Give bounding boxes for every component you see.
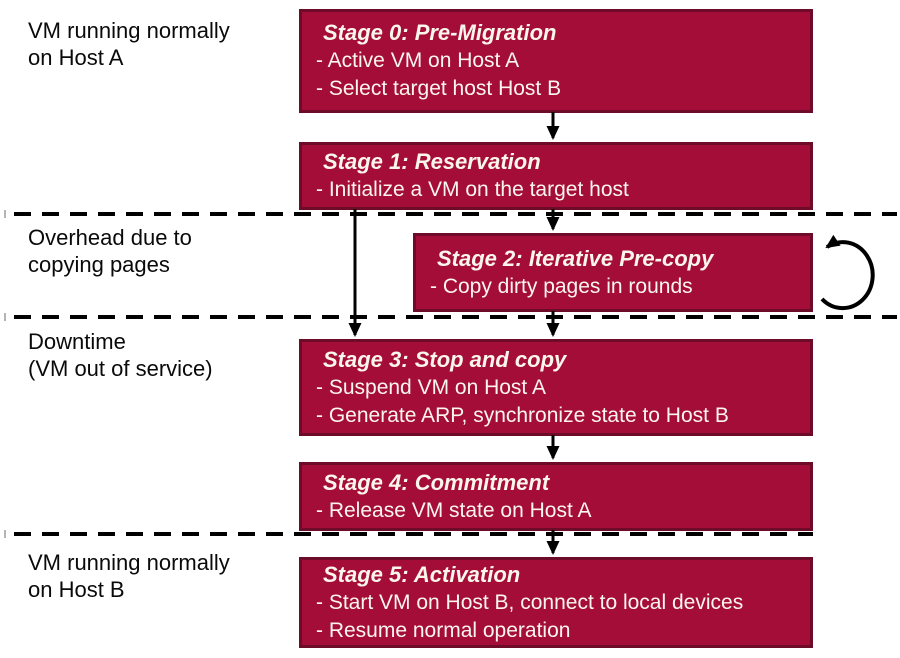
phase-label-downtime: Downtime (VM out of service) [28, 328, 213, 382]
stage-bullet: - Resume normal operation [316, 618, 571, 642]
stage-box-2-iterative-pre-copy: Stage 2: Iterative Pre-copy - Copy dirty… [413, 233, 813, 312]
stage-bullet: - Suspend VM on Host A [316, 375, 546, 399]
stage-bullet: - Release VM state on Host A [316, 498, 592, 522]
stage-title: Stage 1: Reservation [323, 149, 541, 174]
stage-box-0-pre-migration: Stage 0: Pre-Migration - Active VM on Ho… [299, 9, 813, 113]
phase-label-line: on Host A [28, 45, 124, 70]
phase-label-running-host-a: VM running normally on Host A [28, 17, 230, 71]
stage-box-5-activation: Stage 5: Activation - Start VM on Host B… [299, 557, 813, 648]
stage-bullet: - Initialize a VM on the target host [316, 178, 629, 201]
stage-bullet: - Select target host Host B [316, 77, 562, 100]
phase-label-line: copying pages [28, 252, 170, 277]
phase-label-running-host-b: VM running normally on Host B [28, 549, 230, 603]
phase-label-line: VM running normally [28, 550, 230, 575]
phase-label-line: Downtime [28, 329, 126, 354]
stage-title: Stage 4: Commitment [323, 469, 550, 495]
phase-label-line: VM running normally [28, 18, 230, 43]
phase-label-line: on Host B [28, 577, 125, 602]
stage-title: Stage 3: Stop and copy [323, 346, 567, 372]
stage-bullet: - Active VM on Host A [316, 49, 520, 72]
stage-box-4-commitment: Stage 4: Commitment - Release VM state o… [299, 462, 813, 531]
stage-title: Stage 5: Activation [323, 561, 521, 587]
phase-label-line: (VM out of service) [28, 356, 213, 381]
stage-title: Stage 2: Iterative Pre-copy [437, 245, 714, 271]
stage-bullet: - Copy dirty pages in rounds [430, 274, 693, 298]
stage-title: Stage 0: Pre-Migration [323, 20, 557, 45]
stage-bullet: - Generate ARP, synchronize state to Hos… [316, 403, 729, 427]
iteration-loop-arrow-icon [820, 234, 875, 311]
stage-box-1-reservation: Stage 1: Reservation - Initialize a VM o… [299, 142, 813, 210]
phase-label-line: Overhead due to [28, 225, 192, 250]
phase-label-overhead: Overhead due to copying pages [28, 224, 192, 278]
stage-bullet: - Start VM on Host B, connect to local d… [316, 590, 744, 614]
stage-box-3-stop-and-copy: Stage 3: Stop and copy - Suspend VM on H… [299, 339, 813, 436]
